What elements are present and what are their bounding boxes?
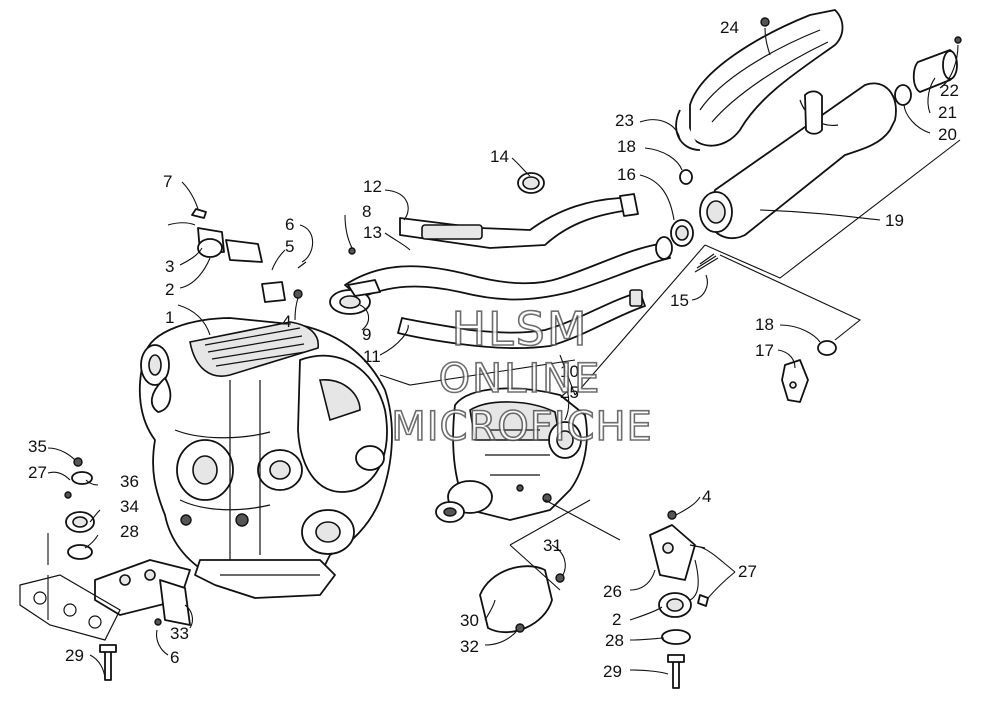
callout-5: 5 <box>285 237 294 256</box>
callout-34: 34 <box>120 497 139 516</box>
callout-27b: 27 <box>28 463 47 482</box>
watermark-line-3: MICROFICHE <box>391 404 653 450</box>
callout-30: 30 <box>460 611 479 630</box>
callout-14: 14 <box>490 147 509 166</box>
clamp-and-spring <box>517 172 719 273</box>
callout-7: 7 <box>163 172 172 191</box>
callout-18b: 18 <box>755 315 774 334</box>
transmission <box>435 387 588 523</box>
group-lines <box>47 139 961 620</box>
callout-18a: 18 <box>617 137 636 156</box>
callout-22: 22 <box>940 81 959 100</box>
callout-23: 23 <box>615 111 634 130</box>
watermark: HLSM ONLINE MICROFICHE <box>390 301 653 451</box>
watermark-line-2: ONLINE <box>439 356 602 402</box>
callout-2b: 2 <box>612 610 621 629</box>
muffler <box>699 82 897 240</box>
callout-17: 17 <box>755 341 774 360</box>
cover-plate <box>479 565 565 633</box>
hardware-top-right <box>670 17 770 247</box>
bracket-right <box>781 340 837 403</box>
callout-19: 19 <box>885 211 904 230</box>
callout-31: 31 <box>543 536 562 555</box>
watermark-line-1: HLSM <box>451 302 588 356</box>
callout-13: 13 <box>363 223 382 242</box>
callout-12: 12 <box>363 177 382 196</box>
callout-16: 16 <box>617 165 636 184</box>
engine-mount-lower-left <box>19 457 191 681</box>
exhaust-pipes <box>329 193 673 350</box>
callout-6b: 6 <box>170 648 179 667</box>
callout-1: 1 <box>165 308 174 327</box>
callout-15: 15 <box>670 291 689 310</box>
callout-28a: 28 <box>605 631 624 650</box>
engine-mount-lower-right <box>649 510 709 689</box>
callout-36: 36 <box>120 472 139 491</box>
callout-9: 9 <box>362 325 371 344</box>
callout-3: 3 <box>165 257 174 276</box>
callout-27a: 27 <box>738 562 757 581</box>
callout-28b: 28 <box>120 522 139 541</box>
callout-6: 6 <box>285 215 294 234</box>
callout-4b: 4 <box>702 487 711 506</box>
callout-29a: 29 <box>603 662 622 681</box>
engine-mount-upper <box>191 208 307 303</box>
callout-33: 33 <box>170 624 189 643</box>
callout-21: 21 <box>938 103 957 122</box>
callout-35: 35 <box>28 437 47 456</box>
heat-shield <box>675 9 844 151</box>
callout-10: 10 <box>560 362 579 381</box>
callout-leaders <box>47 27 959 679</box>
exhaust-tip <box>894 36 962 106</box>
callout-32: 32 <box>460 637 479 656</box>
callout-26: 26 <box>603 582 622 601</box>
callout-25: 25 <box>560 383 579 402</box>
engine <box>138 317 393 599</box>
callout-labels: 1 2 3 4 5 6 7 8 9 10 11 12 13 14 15 16 1… <box>28 18 959 681</box>
callout-20: 20 <box>938 125 957 144</box>
callout-29b: 29 <box>65 646 84 665</box>
callout-24: 24 <box>720 18 739 37</box>
callout-4: 4 <box>282 312 291 331</box>
callout-8: 8 <box>362 202 371 221</box>
callout-2: 2 <box>165 280 174 299</box>
callout-11: 11 <box>363 347 381 366</box>
